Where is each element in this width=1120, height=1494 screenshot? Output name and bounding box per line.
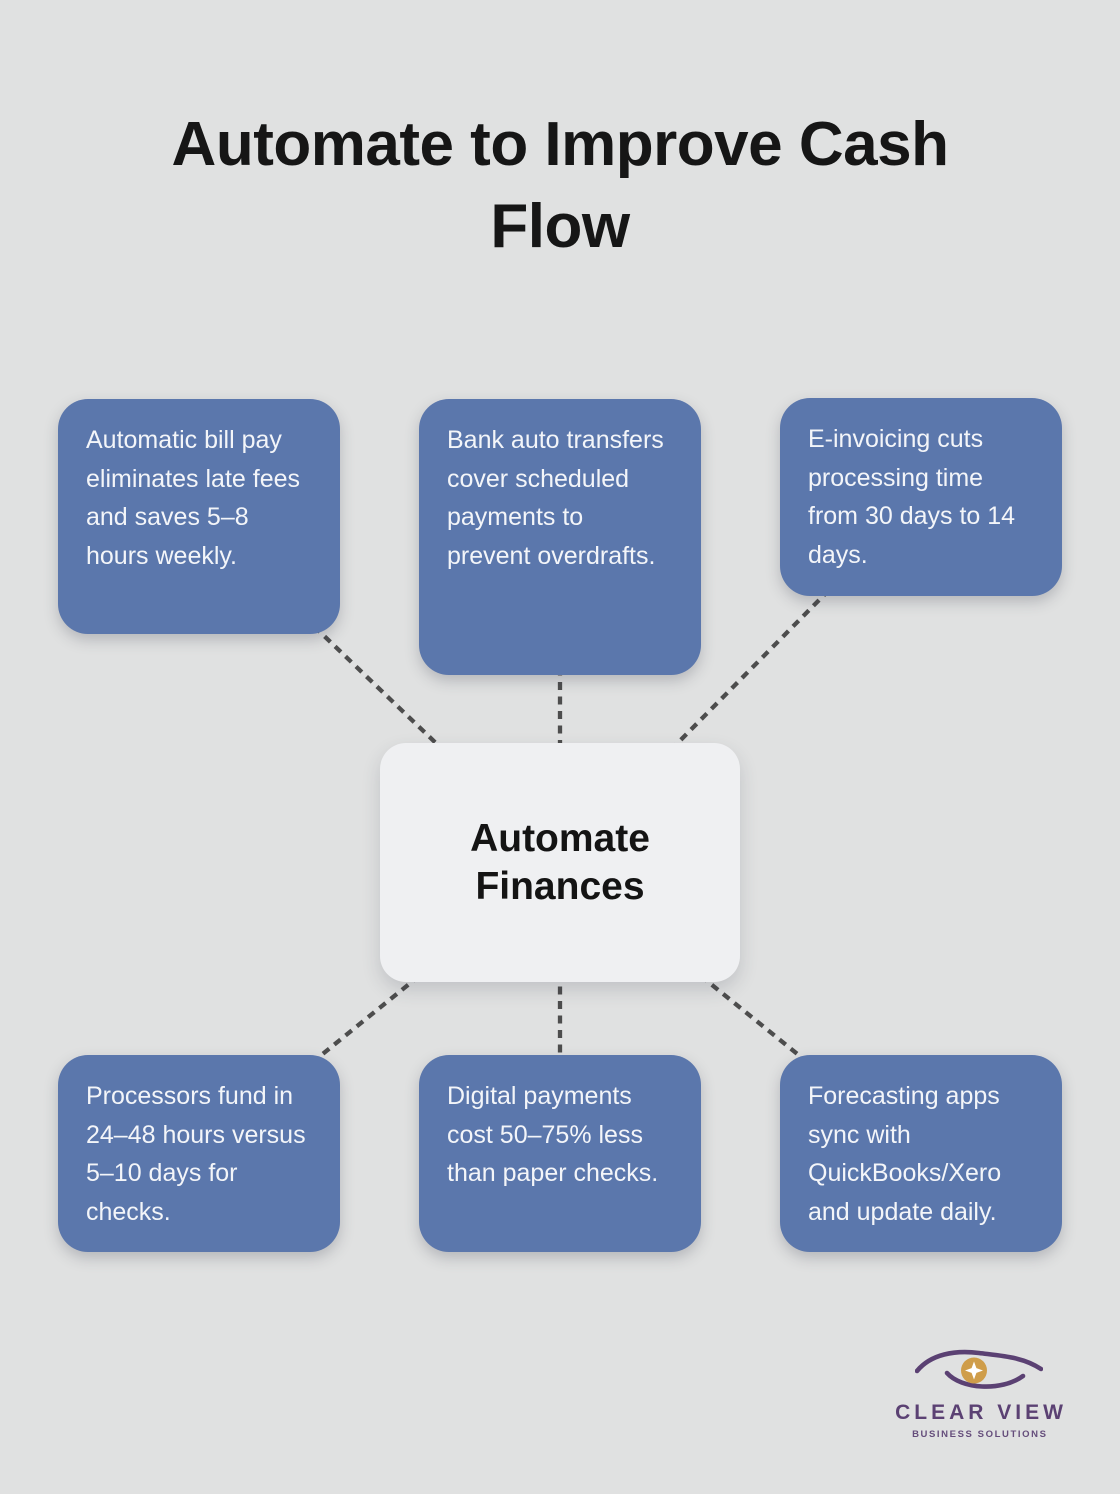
brand-logo: CLEAR VIEW BUSINESS SOLUTIONS: [883, 1348, 1075, 1440]
node-bottom-middle-text: Digital payments cost 50–75% less than p…: [447, 1082, 659, 1187]
node-top-left: Automatic bill pay eliminates late fees …: [58, 399, 340, 634]
node-top-middle-text: Bank auto transfers cover scheduled paym…: [447, 426, 664, 570]
node-top-right: E-invoicing cuts processing time from 30…: [780, 398, 1062, 596]
node-top-middle: Bank auto transfers cover scheduled paym…: [419, 399, 701, 675]
page-title-line-2: Flow: [490, 192, 630, 261]
node-bottom-left-text: Processors fund in 24–48 hours versus 5–…: [86, 1082, 306, 1226]
page-title-line-1: Automate to Improve Cash: [171, 110, 949, 179]
node-bottom-left: Processors fund in 24–48 hours versus 5–…: [58, 1055, 340, 1252]
node-bottom-middle: Digital payments cost 50–75% less than p…: [419, 1055, 701, 1252]
node-top-right-text: E-invoicing cuts processing time from 30…: [808, 425, 1016, 569]
brand-name: CLEAR VIEW: [895, 1401, 1067, 1424]
node-bottom-right-text: Forecasting apps sync with QuickBooks/Xe…: [808, 1082, 1002, 1226]
brand-tagline: BUSINESS SOLUTIONS: [912, 1429, 1048, 1440]
eye-with-star-icon: [915, 1349, 1043, 1389]
node-top-left-text: Automatic bill pay eliminates late fees …: [86, 426, 301, 570]
page-title: Automate to Improve Cash Flow: [0, 104, 1120, 268]
center-node: Automate Finances: [380, 743, 740, 982]
node-bottom-right: Forecasting apps sync with QuickBooks/Xe…: [780, 1055, 1062, 1252]
connector-top-left: [197, 514, 562, 864]
center-node-label: Automate Finances: [470, 816, 650, 908]
